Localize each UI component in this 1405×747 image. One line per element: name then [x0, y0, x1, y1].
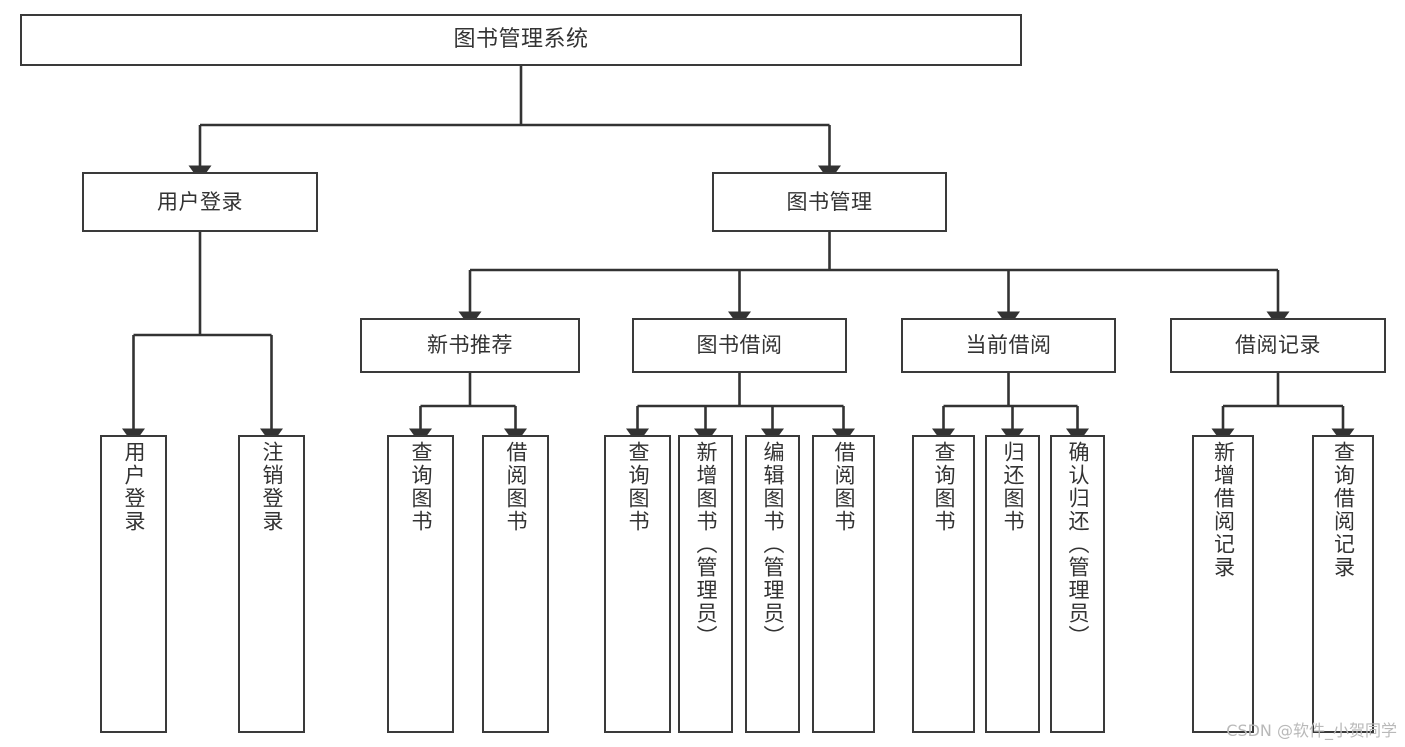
- node-label: 查询图书: [932, 441, 957, 533]
- node-leaf12: 新增借阅记录: [1192, 435, 1254, 733]
- node-leaf11: 确认归还（管理员）: [1050, 435, 1105, 733]
- node-label: 查询借阅记录: [1331, 441, 1356, 579]
- node-current: 当前借阅: [901, 318, 1116, 373]
- node-bookmgmt: 图书管理: [712, 172, 947, 232]
- node-label: 图书管理: [786, 189, 873, 214]
- node-label: 编辑图书（管理员）: [761, 441, 786, 648]
- edge-group: [121, 66, 1355, 445]
- node-label: 图书管理系统: [453, 27, 589, 53]
- node-leaf9: 查询图书: [912, 435, 975, 733]
- node-leaf4: 借阅图书: [482, 435, 549, 733]
- node-leaf2: 注销登录: [238, 435, 305, 733]
- node-label: 新增借阅记录: [1211, 441, 1236, 579]
- node-leaf10: 归还图书: [985, 435, 1040, 733]
- node-records: 借阅记录: [1170, 318, 1386, 373]
- node-leaf13: 查询借阅记录: [1312, 435, 1374, 733]
- node-label: 借阅图书: [504, 441, 529, 533]
- node-label: 借阅记录: [1235, 333, 1321, 358]
- node-newbook: 新书推荐: [360, 318, 580, 373]
- node-leaf7: 编辑图书（管理员）: [745, 435, 800, 733]
- node-leaf8: 借阅图书: [812, 435, 875, 733]
- watermark-text: CSDN @软件_小贺同学: [1226, 721, 1397, 740]
- node-label: 图书借阅: [696, 333, 783, 358]
- node-label: 新增图书（管理员）: [694, 441, 719, 648]
- node-label: 注销登录: [260, 441, 285, 533]
- node-label: 用户登录: [157, 189, 243, 214]
- node-leaf5: 查询图书: [604, 435, 671, 733]
- node-leaf1: 用户登录: [100, 435, 167, 733]
- node-label: 借阅图书: [832, 441, 857, 533]
- node-leaf6: 新增图书（管理员）: [678, 435, 733, 733]
- node-label: 确认归还（管理员）: [1066, 441, 1091, 648]
- node-label: 查询图书: [626, 441, 651, 533]
- node-login: 用户登录: [82, 172, 318, 232]
- node-label: 查询图书: [409, 441, 434, 533]
- node-label: 当前借阅: [965, 333, 1052, 358]
- node-label: 新书推荐: [427, 333, 513, 358]
- node-label: 归还图书: [1001, 441, 1026, 533]
- node-root: 图书管理系统: [20, 14, 1022, 66]
- node-leaf3: 查询图书: [387, 435, 454, 733]
- node-borrow: 图书借阅: [632, 318, 847, 373]
- node-label: 用户登录: [122, 441, 147, 533]
